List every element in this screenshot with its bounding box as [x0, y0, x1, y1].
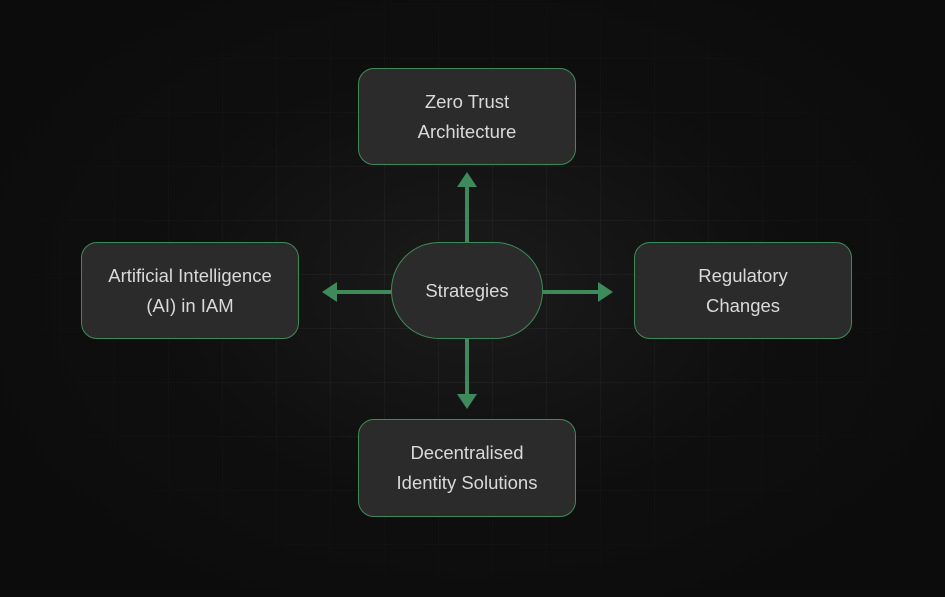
arrowhead-up-icon — [457, 172, 477, 187]
node-label-line2: Changes — [705, 294, 781, 316]
node-label-line2: Identity Solutions — [396, 472, 538, 493]
arrowhead-left-icon — [322, 282, 337, 302]
arrowhead-down-icon — [457, 394, 477, 409]
node-regulatory-changes: Regulatory Changes — [634, 242, 852, 339]
node-label-line1: Regulatory — [698, 264, 788, 286]
node-decentralised-identity-solutions: Decentralised Identity Solutions — [358, 419, 576, 517]
node-label-line1: Decentralised — [410, 442, 524, 463]
node-label-line2: (AI) in IAM — [146, 294, 234, 316]
node-strategies-center: Strategies — [391, 242, 543, 339]
node-label-line1: Artificial Intelligence — [108, 264, 272, 286]
center-label: Strategies — [425, 279, 509, 301]
arrowhead-right-icon — [598, 282, 613, 302]
node-zero-trust-architecture: Zero Trust Architecture — [358, 68, 576, 165]
node-label-line1: Zero Trust — [424, 90, 510, 112]
node-ai-in-iam: Artificial Intelligence (AI) in IAM — [81, 242, 299, 339]
node-label-line2: Architecture — [417, 120, 517, 142]
